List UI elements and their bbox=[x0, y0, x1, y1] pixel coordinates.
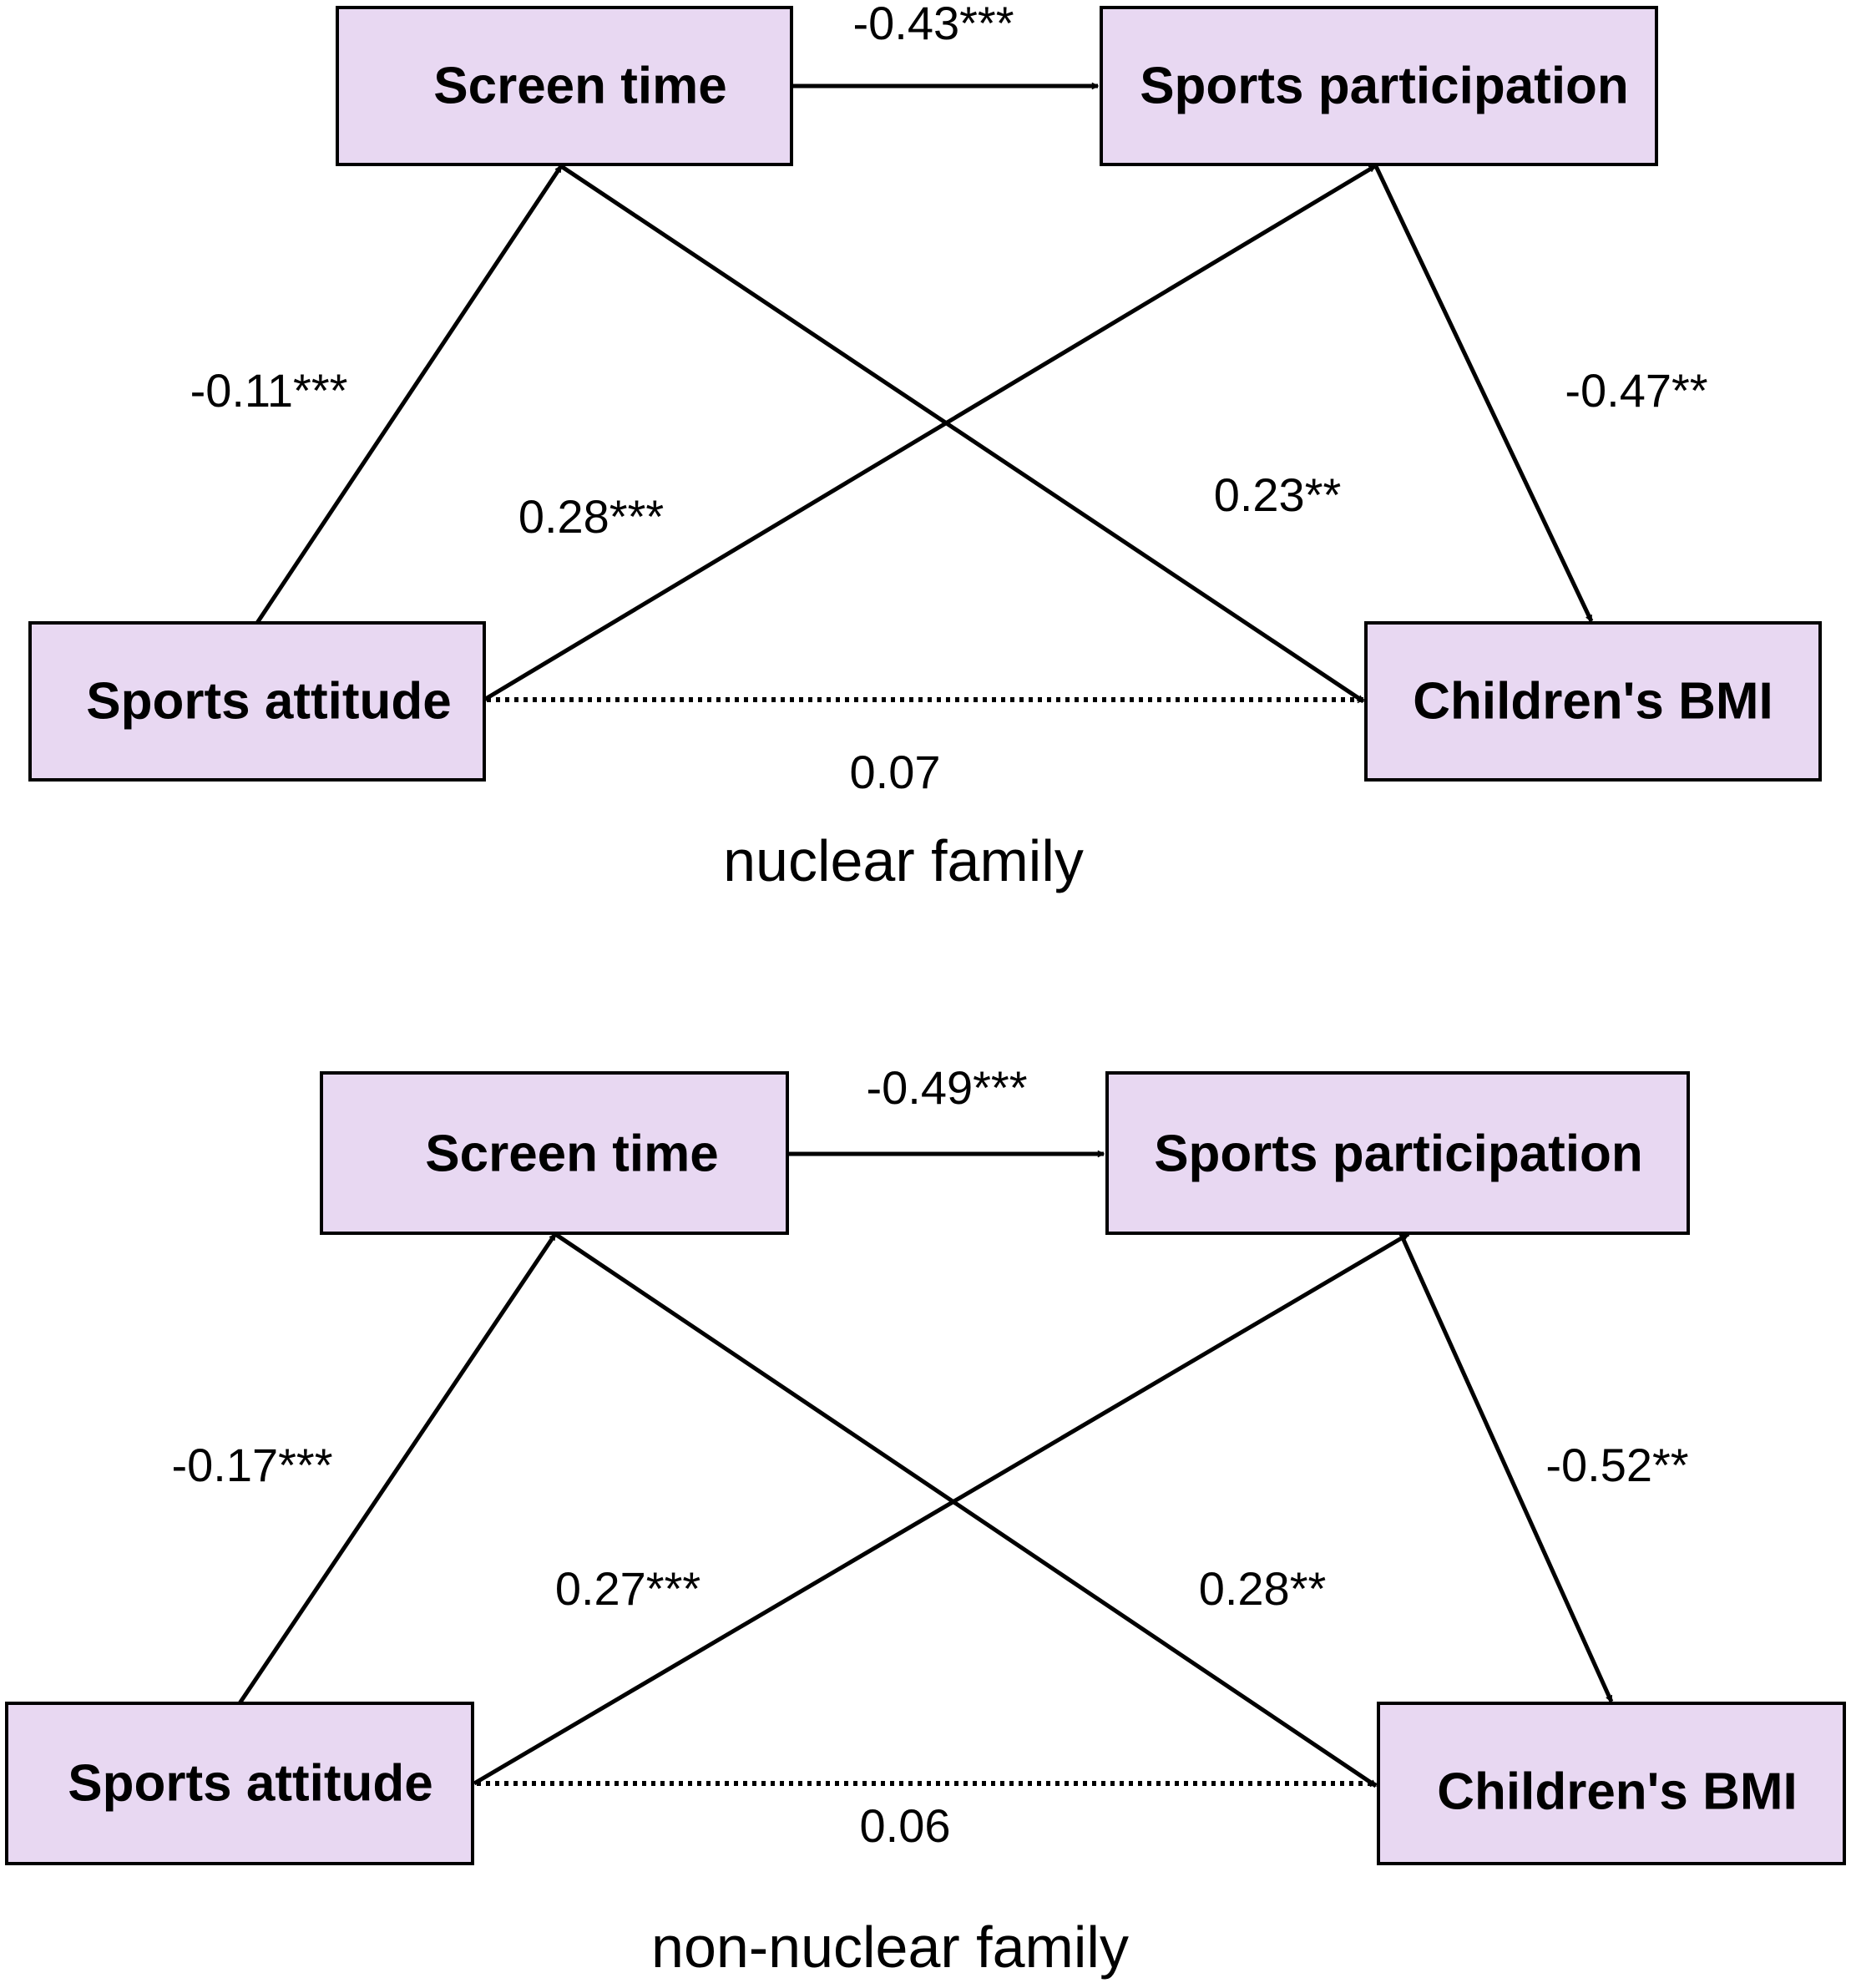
coef-screen-to-bmi: 0.28** bbox=[1199, 1562, 1327, 1615]
coef-participation-to-bmi: -0.52** bbox=[1545, 1439, 1688, 1491]
panel-non-nuclear-family: Screen time Sports participation Sports … bbox=[5, 1061, 1846, 1980]
coef-screen-to-participation: -0.43*** bbox=[852, 0, 1014, 49]
node-label: Children's BMI bbox=[1437, 1763, 1798, 1821]
arrow-screen-to-bmi bbox=[559, 164, 1365, 704]
node-label: Sports attitude bbox=[68, 1755, 432, 1813]
node-label: Sports participation bbox=[1154, 1126, 1643, 1183]
node-sports-participation: Sports participation bbox=[1105, 1071, 1690, 1235]
node-sports-attitude: Sports attitude bbox=[28, 621, 486, 782]
panel-nuclear-family: Screen time Sports participation Sports … bbox=[28, 0, 1822, 893]
coef-attitude-to-participation: 0.27*** bbox=[555, 1562, 700, 1615]
node-childrens-bmi: Children's BMI bbox=[1377, 1702, 1846, 1865]
arrow-participation-to-bmi bbox=[1398, 1232, 1614, 1702]
coef-attitude-to-bmi: 0.06 bbox=[860, 1799, 951, 1852]
arrow-attitude-to-participation bbox=[473, 1232, 1408, 1786]
arrow-participation-to-bmi bbox=[1373, 164, 1594, 621]
coef-screen-to-participation: -0.49*** bbox=[866, 1061, 1027, 1114]
node-label: Screen time bbox=[433, 58, 727, 115]
node-screen-time: Screen time bbox=[320, 1071, 789, 1235]
coef-participation-to-bmi: -0.47** bbox=[1565, 364, 1707, 417]
node-childrens-bmi: Children's BMI bbox=[1364, 621, 1822, 782]
coef-attitude-to-participation: 0.28*** bbox=[518, 490, 664, 543]
node-screen-time: Screen time bbox=[336, 6, 793, 166]
node-label: Children's BMI bbox=[1413, 673, 1773, 731]
node-sports-attitude: Sports attitude bbox=[5, 1702, 474, 1865]
node-label: Screen time bbox=[425, 1126, 719, 1183]
panel-caption: nuclear family bbox=[723, 828, 1084, 893]
arrow-attitude-to-screen bbox=[255, 164, 564, 625]
arrow-attitude-to-participation bbox=[483, 164, 1375, 702]
node-label: Sports participation bbox=[1140, 58, 1629, 115]
node-label: Sports attitude bbox=[86, 673, 451, 731]
coef-attitude-to-bmi: 0.07 bbox=[850, 746, 941, 798]
node-sports-participation: Sports participation bbox=[1100, 6, 1658, 166]
coef-attitude-to-screen: -0.17*** bbox=[171, 1439, 332, 1491]
coef-attitude-to-screen: -0.11*** bbox=[190, 364, 348, 417]
arrow-attitude-to-screen bbox=[237, 1232, 558, 1705]
coef-screen-to-bmi: 0.23** bbox=[1214, 468, 1342, 521]
arrow-screen-to-bmi bbox=[554, 1232, 1378, 1788]
panel-caption: non-nuclear family bbox=[651, 1915, 1129, 1980]
